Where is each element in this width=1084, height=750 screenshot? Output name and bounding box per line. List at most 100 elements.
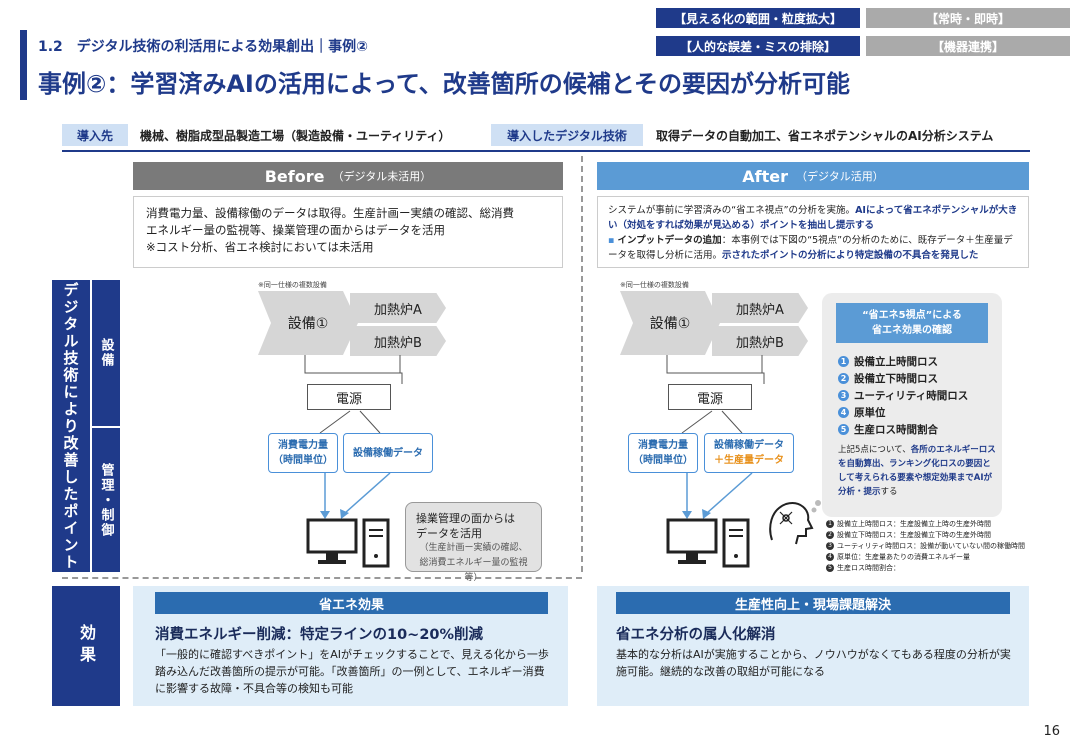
point-label: ユーティリティ時間ロス (854, 390, 969, 402)
computer-icon (306, 518, 390, 568)
after-arrowhead-power (682, 511, 692, 519)
before-line-power-right (359, 410, 381, 434)
side-label-equipment: 設備 (92, 280, 120, 426)
before-data-operation-l1: 設備稼働データ (353, 447, 423, 459)
after-connectors (666, 355, 765, 519)
side-label-improvement: デジタル技術により改善したポイント (52, 280, 90, 572)
footnote-text: ユーティリティ時間ロス：設備が動いていない間の稼働時間 (837, 542, 1025, 550)
after-title: After (742, 166, 788, 186)
before-power-box: 電源 (307, 384, 391, 410)
before-subtitle: （デジタル未活用） (332, 170, 432, 183)
ai-panel-header-l2: 省エネ効果の確認 (872, 325, 952, 336)
before-header: Before （デジタル未活用） (133, 162, 563, 190)
after-furnace-a: 加熱炉A (712, 293, 808, 323)
before-connectors (304, 355, 403, 519)
ai-panel-text-highlight: 各所のエネルギーロスを自動算出、ランキング化ロスの要因として考えられる要素や想定… (838, 445, 996, 497)
after-desc-p1: システムが事前に学習済みの“省エネ視点”の分析を実施。 (608, 205, 856, 216)
before-note-same-spec: ※同一仕様の複数設備 (258, 281, 327, 289)
page-title: 事例②：学習済みAIの活用によって、改善箇所の候補とその要因が分析可能 (38, 70, 850, 98)
after-furnace-b: 加熱炉B (712, 326, 808, 356)
after-desc-bullet-highlight: 示されたポイントの分析により特定設備の不具合を発見した (722, 250, 979, 261)
before-arrow-operation (344, 472, 391, 514)
tag-realtime: 【常時・即時】 (866, 8, 1070, 28)
side-label-management: 管理・制御 (92, 428, 120, 572)
before-title: Before (264, 166, 325, 186)
before-data-power-l1: 消費電力量 (278, 440, 328, 451)
point-label: 生産ロス時間割合 (854, 424, 938, 436)
after-line-power-right (721, 410, 743, 434)
before-desc-line: 消費電力量、設備稼働のデータは取得。生産計画ー実績の確認、総消費 (146, 206, 514, 220)
footnote-text: 生産ロス時間割合： (837, 564, 900, 572)
before-description: 消費電力量、設備稼働のデータは取得。生産計画ー実績の確認、総消費 エネルギー量の… (133, 196, 563, 268)
ops-line: 操業管理の面からは (416, 512, 515, 525)
before-operations-note: 操業管理の面からは データを活用 （生産計画ー実績の確認、 総消費エネルギー量の… (405, 502, 542, 583)
after-note-same-spec: ※同一仕様の複数設備 (620, 281, 689, 289)
after-data-production: ＋生産量データ (714, 455, 784, 466)
effect-left-body: 「一般的に確認すべきポイント」をAIがチェックすることで、見える化から一歩踏み込… (155, 648, 549, 695)
after-arrowhead-operation (702, 509, 711, 519)
after-data-operation: 設備稼働データ ＋生産量データ (704, 433, 794, 473)
page-number: 16 (1043, 724, 1060, 739)
before-desc-line: ※コスト分析、省エネ検討においては未活用 (146, 240, 374, 254)
point-label: 原単位 (854, 407, 886, 419)
point-label: 設備立上時間ロス (854, 356, 938, 368)
computer-icon (666, 518, 750, 568)
ai-panel-text: 上記5点について、各所のエネルギーロスを自動算出、ランキング化ロスの要因として考… (838, 443, 996, 499)
effect-right-title: 省エネ分析の属人化解消 (616, 627, 776, 643)
before-data-power-l2: （時間単位） (273, 455, 333, 466)
effect-right-header: 生産性向上・現場課題解決 (616, 592, 1010, 614)
after-desc-highlight: AIによって省エネポテンシャルが大きい（対処をすれば効果が見込める）ポイントを抽… (608, 205, 1018, 231)
ai-panel-text-start: 上記5点について、 (838, 445, 911, 455)
ai-panel-header: “省エネ5視点”による 省エネ効果の確認 (836, 303, 988, 343)
after-data-power: 消費電力量 （時間単位） (628, 433, 698, 473)
tag-error-elimination: 【人的な誤差・ミスの排除】 (656, 36, 860, 56)
after-arrow-operation (706, 472, 753, 514)
section-divider (62, 577, 582, 579)
before-arrowhead-operation (340, 509, 349, 519)
tag-device-link: 【機器連携】 (866, 36, 1070, 56)
ai-head-icon (769, 500, 821, 545)
effect-left-header: 省エネ効果 (155, 592, 548, 614)
after-equipment-1: 設備① (620, 291, 720, 355)
after-data-operation-l1: 設備稼働データ (714, 440, 784, 451)
after-power-box: 電源 (668, 384, 752, 410)
ops-line: データを活用 (416, 527, 482, 540)
before-desc-line: エネルギー量の監視等、操業管理の面からはデータを活用 (146, 223, 445, 237)
after-line-equipment (666, 355, 765, 384)
ai-panel-text-end: する (880, 487, 898, 497)
after-desc-bullet-body: ：本事例では下図の“5視点”の分析のために、既存データ＋生産量データを取得し分析… (608, 235, 1013, 261)
before-furnace-a: 加熱炉A (350, 293, 446, 323)
tech-label: 導入したデジタル技術 (491, 124, 643, 146)
effect-right-body: 基本的な分析はAIが実施することから、ノウハウがなくてもある程度の分析が実施可能… (616, 648, 1011, 678)
ai-panel-header-l1: “省エネ5視点”による (862, 310, 962, 321)
intro-value: 機械、樹脂成型品製造工場（製造設備・ユーティリティ） (140, 128, 451, 143)
after-data-power-l1: 消費電力量 (638, 440, 688, 451)
after-line-power-left (681, 410, 713, 434)
title-accent-bar (20, 30, 27, 100)
footnote-text: 原単位：生産量あたりの消費エネルギー量 (837, 553, 970, 561)
intro-label: 導入先 (62, 124, 128, 146)
meta-underline (62, 150, 1030, 152)
before-data-operation: 設備稼働データ (343, 433, 433, 473)
before-data-power: 消費電力量 （時間単位） (268, 433, 338, 473)
after-data-power-l2: （時間単位） (633, 455, 693, 466)
before-equipment-1: 設備① (258, 291, 358, 355)
tag-visualization: 【見える化の範囲・粒度拡大】 (656, 8, 860, 28)
tech-value: 取得データの自動加工、省エネポテンシャルのAI分析システム (656, 128, 994, 143)
effect-left-title: 消費エネルギー削減：特定ラインの10~20%削減 (155, 627, 484, 643)
after-desc-bullet-head: インプットデータの追加 (617, 235, 722, 246)
after-header: After （デジタル活用） (597, 162, 1029, 190)
after-subtitle: （デジタル活用） (795, 170, 884, 183)
footnote-text: 設備立下時間ロス：生産設備立下時の生産外時間 (837, 531, 991, 539)
section-heading: 1.2 デジタル技術の利活用による効果創出｜事例② (38, 39, 368, 55)
before-arrowhead-power (320, 511, 330, 519)
